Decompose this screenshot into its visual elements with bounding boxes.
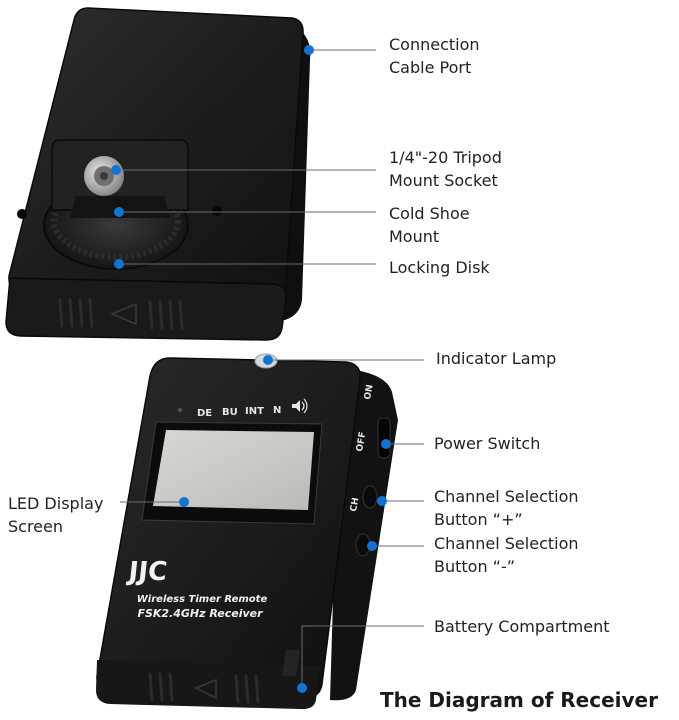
channel-plus-button (362, 485, 378, 509)
label-battery-compartment: Battery Compartment (434, 617, 610, 636)
mode-label-n: N (273, 405, 281, 416)
label-channel-plus: Channel Selection Button “+” (434, 487, 579, 529)
receiver-back-view (5, 7, 311, 341)
mode-label-bu: BU (222, 407, 238, 418)
label-locking-disk: Locking Disk (389, 258, 490, 277)
switch-off-label: OFF (355, 431, 368, 452)
mode-label-de: DE (197, 408, 212, 419)
label-connection-cable-port: Connection Cable Port (389, 35, 480, 77)
leader-lines (116, 49, 424, 688)
label-indicator-lamp: Indicator Lamp (436, 349, 557, 368)
diagram-title: The Diagram of Receiver (380, 688, 658, 712)
model-line-1: Wireless Timer Remote (137, 594, 268, 605)
mode-label-int: INT (245, 406, 264, 417)
speaker-icon (292, 398, 308, 414)
channel-label: CH (349, 497, 361, 513)
receiver-front-view: DE BU INT N JJC Wireless Timer Remote FS… (96, 353, 398, 710)
brand-logo: JJC (125, 557, 169, 587)
switch-on-label: ON (363, 384, 375, 401)
callout-dots (111, 45, 391, 693)
label-channel-minus: Channel Selection Button “-” (434, 534, 579, 576)
model-line-2: FSK2.4GHz Receiver (137, 607, 263, 620)
lcd-screen (153, 430, 314, 510)
label-led-display-screen: LED Display Screen (8, 494, 104, 536)
label-power-switch: Power Switch (434, 434, 541, 453)
label-cold-shoe-mount: Cold Shoe Mount (389, 204, 470, 246)
power-switch (377, 417, 391, 459)
label-tripod-mount-socket: 1/4"-20 Tripod Mount Socket (389, 148, 502, 190)
